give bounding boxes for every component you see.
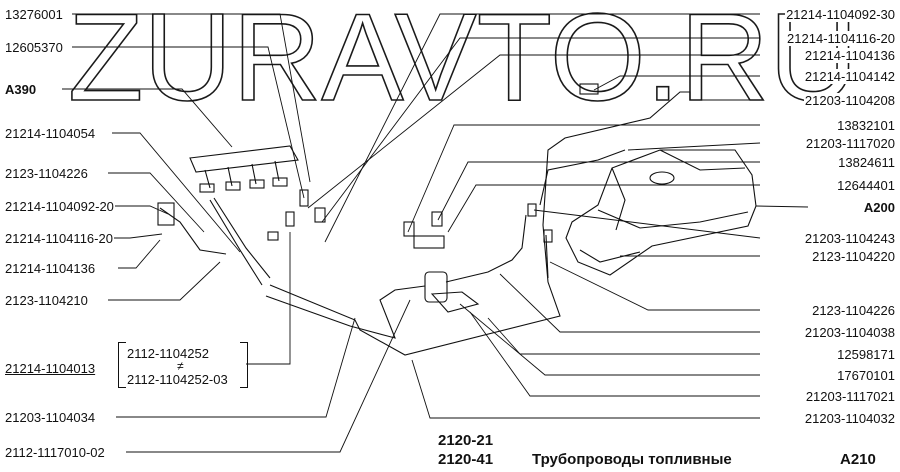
label-21214-1104116-20-right: 21214-1104116-20 [786, 31, 896, 46]
model-code-2: 2120-41 [438, 451, 494, 468]
label-21203-1104243: 21203-1104243 [803, 231, 896, 246]
label-12598171: 12598171 [836, 347, 896, 362]
fuel-filter [424, 271, 448, 303]
label-13276001: 13276001 [4, 7, 64, 22]
label-21203-1104032: 21203-1104032 [803, 411, 896, 426]
label-21203-1117020: 21203-1117020 [804, 136, 896, 151]
label-2112-1117010-02: 2112-1117010-02 [4, 445, 106, 460]
label-2123-1104226-right: 2123-1104226 [811, 303, 896, 318]
label-2112-1104252: 2112-1104252 [126, 346, 210, 361]
label-13832101: 13832101 [836, 118, 896, 133]
label-21214-1104116-20-left: 21214-1104116-20 [4, 231, 114, 246]
not-equal-sign: ≠ [176, 359, 185, 374]
label-21203-1117021: 21203-1117021 [804, 389, 896, 404]
diagram-caption: Трубопроводы топливные [532, 451, 732, 468]
label-21214-1104136-left: 21214-1104136 [4, 261, 97, 276]
supply-pipe [269, 91, 691, 356]
label-13824611: 13824611 [837, 155, 896, 170]
label-12644401: 12644401 [836, 178, 896, 193]
label-21203-1104034: 21203-1104034 [4, 410, 97, 425]
label-a200: A200 [862, 200, 896, 215]
watermark-text: ZURAVTO.RU [68, 8, 858, 108]
label-21203-1104038: 21203-1104038 [803, 325, 896, 340]
fuel-rail [189, 145, 299, 173]
label-17670101: 17670101 [836, 368, 896, 383]
label-2112-1104252-03: 2112-1104252-03 [126, 372, 229, 387]
model-code-1: 2120-21 [438, 432, 494, 449]
alternatives-bracket [118, 342, 248, 388]
return-pipe [265, 285, 426, 339]
label-21214-1104092-20: 21214-1104092-20 [4, 199, 115, 214]
label-2123-1104226-left: 2123-1104226 [4, 166, 89, 181]
label-2123-1104210: 2123-1104210 [4, 293, 89, 308]
label-21214-1104136-right: 21214-1104136 [803, 48, 896, 63]
label-21214-1104142: 21214-1104142 [803, 69, 896, 84]
label-a390: A390 [4, 82, 38, 97]
label-12605370: 12605370 [4, 40, 64, 55]
label-21214-1104013: 21214-1104013 [4, 361, 97, 376]
label-21214-1104054: 21214-1104054 [4, 126, 97, 141]
watermark: ZURAVTO.RU [68, 8, 858, 108]
page-code: A210 [840, 451, 876, 468]
label-2123-1104220: 2123-1104220 [811, 249, 896, 264]
label-21214-1104092-30: 21214-1104092-30 [785, 7, 896, 22]
label-21203-1104208: 21203-1104208 [803, 93, 896, 108]
